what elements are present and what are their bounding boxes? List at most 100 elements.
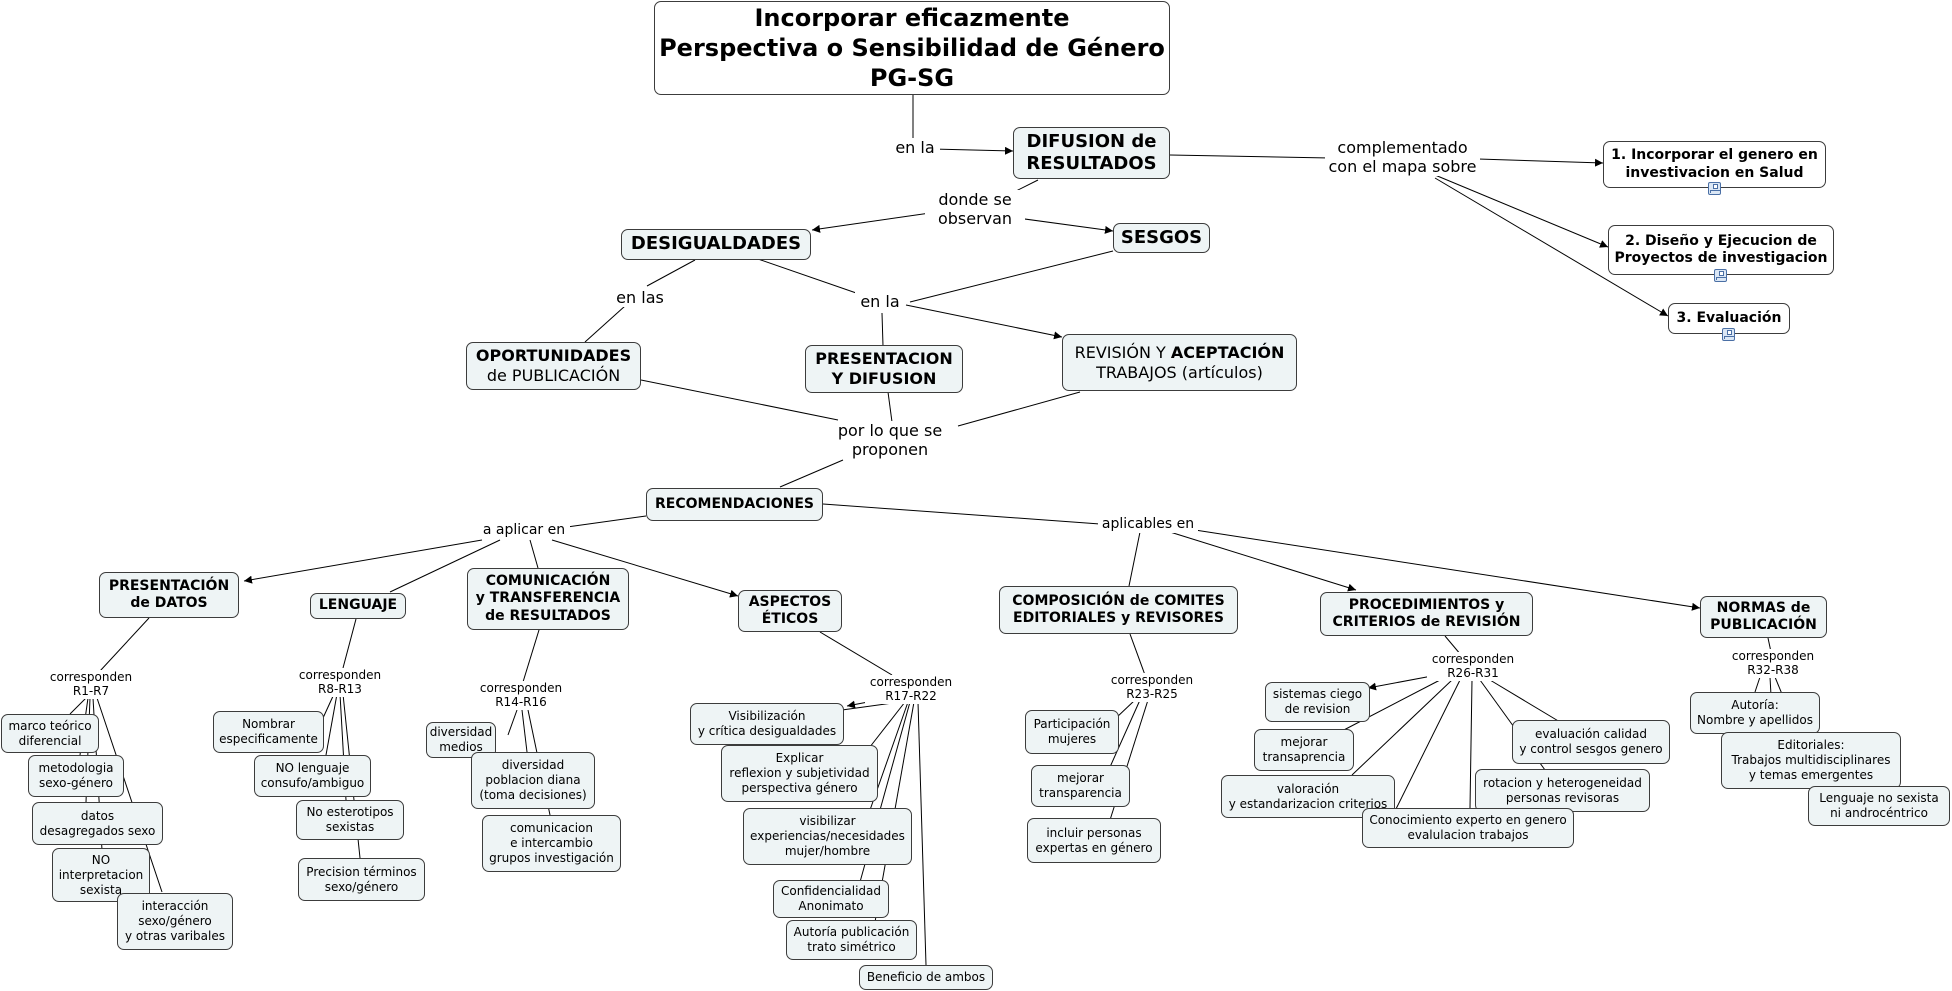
leaf-valoracion-line-2: y estandarizacion criterios (1228, 796, 1388, 811)
leaf-incluir-expertas[interactable]: incluir personas expertas en género (1027, 818, 1161, 863)
node-map1-line-2: investivacion en Salud (1625, 164, 1804, 181)
leaf-rotacion-line-1: rotacion y heterogeneidad (1483, 775, 1642, 790)
leaf-no-interp-line-2: interpretacion (58, 867, 144, 882)
leaf-editoriales-line-3: y temas emergentes (1748, 768, 1874, 782)
node-presentacion-difusion[interactable]: PRESENTACION Y DIFUSION (805, 345, 963, 393)
label-corresponden-r17-r22: corresponden R17-R22 (865, 675, 957, 704)
node-normas-publicacion[interactable]: NORMAS de PUBLICACIÓN (1700, 596, 1827, 638)
leaf-valoracion-line-1: valoración (1276, 781, 1340, 796)
node-aspectos-eticos[interactable]: ASPECTOS ÉTICOS (738, 590, 842, 632)
label-complementado-line-2: con el mapa sobre (1328, 157, 1477, 177)
leaf-no-lenguaje[interactable]: NO lenguaje consufo/ambiguo (254, 755, 371, 797)
leaf-evaluacion-calidad[interactable]: evaluación calidad y control sesgos gene… (1512, 720, 1670, 764)
leaf-conocimiento-experto[interactable]: Conocimiento experto en genero evalulaci… (1362, 808, 1574, 848)
concept-map-icon[interactable] (1722, 328, 1735, 341)
leaf-mejorar-t1-line-2: transparencia (1039, 786, 1122, 800)
leaf-metodologia[interactable]: metodologia sexo-género (28, 755, 124, 797)
concept-map-icon[interactable] (1708, 182, 1721, 195)
label-corr6-line-2: R26-R31 (1447, 666, 1499, 681)
node-composicion-comites[interactable]: COMPOSICIÓN de COMITES EDITORIALES y REV… (999, 586, 1238, 634)
leaf-incluir-line-1: incluir personas (1046, 825, 1142, 840)
leaf-nombrar[interactable]: Nombrar especificamente (213, 711, 324, 753)
node-map2-line-1: 2. Diseño y Ejecucion de (1625, 232, 1817, 249)
leaf-visibilizar-line-2: experiencias/necesidades (750, 829, 905, 843)
leaf-metodologia-line-2: sexo-género (38, 776, 114, 790)
leaf-beneficio-label: Beneficio de ambos (866, 970, 986, 984)
node-composicion-line-1: COMPOSICIÓN de COMITES (1012, 592, 1225, 609)
node-map1-line-1: 1. Incorporar el genero en (1611, 147, 1818, 163)
leaf-div-medios-line-2: medios (439, 740, 483, 754)
label-en-la-2: en la (855, 292, 905, 312)
leaf-visibilizar-line-1: visibilizar (799, 814, 856, 828)
leaf-diversidad-medios[interactable]: diversidad medios (426, 722, 496, 758)
node-recomendaciones[interactable]: RECOMENDACIONES (646, 488, 823, 521)
leaf-lenguaje-no-sexista[interactable]: Lenguaje no sexista ni androcéntrico (1808, 786, 1950, 826)
label-corr4-line-1: corresponden (869, 675, 953, 689)
leaf-no-estereotipos-line-2: sexistas (325, 820, 375, 834)
leaf-confidencialidad[interactable]: Confidencialidad Anonimato (773, 880, 889, 918)
leaf-ciego-line-2: de revision (1284, 702, 1351, 716)
leaf-rotacion[interactable]: rotacion y heterogeneidad personas revis… (1475, 769, 1650, 812)
leaf-metodologia-line-1: metodologia (38, 761, 114, 775)
node-map-diseno-ejecucion[interactable]: 2. Diseño y Ejecucion de Proyectos de in… (1608, 225, 1834, 275)
leaf-mejorar-t2-line-1: mejorar (1280, 735, 1328, 749)
node-presentacion-datos[interactable]: PRESENTACIÓN de DATOS (99, 572, 239, 618)
leaf-datos-line-2: desagregados sexo (39, 823, 156, 838)
leaf-no-interpretacion[interactable]: NO interpretacion sexista (52, 848, 150, 902)
leaf-precision[interactable]: Precision términos sexo/género (298, 858, 425, 901)
node-desigualdades[interactable]: DESIGUALDADES (621, 229, 811, 260)
leaf-interaccion[interactable]: interacción sexo/género y otras varibale… (117, 893, 233, 950)
leaf-diversidad-poblacion[interactable]: diversidad poblacion diana (toma decisio… (471, 752, 595, 809)
label-corresponden-r32-r38: corresponden R32-R38 (1727, 649, 1819, 678)
node-difusion-line-2: RESULTADOS (1026, 153, 1157, 174)
node-map-incorporar-genero[interactable]: 1. Incorporar el genero en investivacion… (1603, 141, 1826, 188)
leaf-mejorar-transparencia[interactable]: mejorar transparencia (1031, 765, 1130, 807)
node-revision-line-1a: REVISIÓN Y (1074, 342, 1171, 362)
leaf-marco-teorico[interactable]: marco teórico diferencial (1, 714, 99, 753)
leaf-comunicacion-int-line-1: comunicacion (509, 821, 593, 835)
main-title-box: Incorporar eficazmente Perspectiva o Sen… (654, 1, 1170, 95)
label-corresponden-r14-r16: corresponden R14-R16 (475, 681, 567, 710)
leaf-mejorar-t2-line-2: transaprencia (1262, 750, 1346, 764)
label-corr3-line-1: corresponden (479, 681, 563, 695)
leaf-autoria-publicacion[interactable]: Autoría publicación trato simétrico (786, 920, 917, 960)
leaf-participacion[interactable]: Participación mujeres (1025, 710, 1119, 754)
leaf-conocimiento-line-1: Conocimiento experto en genero (1369, 813, 1567, 827)
leaf-evaluacion-calidad-line-2: y control sesgos genero (1519, 742, 1663, 756)
leaf-confidencialidad-line-1: Confidencialidad (780, 884, 882, 898)
node-procedimientos-criterios[interactable]: PROCEDIMIENTOS y CRITERIOS de REVISIÓN (1320, 592, 1533, 636)
node-presentacion-difusion-line-2: Y DIFUSION (831, 369, 937, 388)
node-comunicacion-transferencia[interactable]: COMUNICACIÓN y TRANSFERENCIA de RESULTAD… (467, 568, 629, 630)
leaf-explicar-line-3: perspectiva género (741, 781, 858, 795)
node-revision-aceptacion[interactable]: REVISIÓN Y ACEPTACIÓN TRABAJOS (artículo… (1062, 334, 1297, 391)
leaf-mejorar-transaprencia[interactable]: mejorar transaprencia (1254, 729, 1354, 771)
leaf-no-estereotipos[interactable]: No esterotipos sexistas (296, 800, 404, 840)
leaf-div-poblacion-line-3: (toma decisiones) (479, 788, 587, 802)
node-map2-line-2: Proyectos de investigacion (1614, 250, 1828, 266)
concept-map-icon[interactable] (1714, 269, 1727, 282)
node-lenguaje[interactable]: LENGUAJE (310, 593, 406, 619)
leaf-datos-desagregados[interactable]: datos desagregados sexo (32, 802, 163, 845)
leaf-autoria[interactable]: Autoría: Nombre y apellidos (1690, 692, 1820, 734)
leaf-editoriales[interactable]: Editoriales: Trabajos multidisciplinares… (1721, 732, 1901, 789)
leaf-visibilizacion[interactable]: Visibilización y crítica desigualdades (690, 703, 844, 745)
leaf-participacion-line-2: mujeres (1047, 732, 1097, 746)
label-aplicables-en: aplicables en (1098, 516, 1198, 533)
node-difusion-resultados[interactable]: DIFUSION de RESULTADOS (1013, 127, 1170, 179)
leaf-beneficio[interactable]: Beneficio de ambos (859, 965, 993, 990)
node-comunicacion-line-3: de RESULTADOS (485, 607, 611, 624)
leaf-comunicacion-int-line-3: grupos investigación (489, 851, 614, 865)
leaf-explicar[interactable]: Explicar reflexion y subjetividad perspe… (721, 745, 878, 802)
leaf-autoria-line-1: Autoría: (1731, 698, 1779, 712)
node-oportunidades-publicacion[interactable]: OPORTUNIDADES de PUBLICACIÓN (466, 342, 641, 390)
node-presentacion-datos-line-2: de DATOS (130, 595, 208, 611)
label-donde-se-observan: donde se observan (925, 190, 1025, 229)
label-corr7-line-2: R32-R38 (1747, 663, 1799, 678)
leaf-visibilizar[interactable]: visibilizar experiencias/necesidades muj… (743, 808, 912, 865)
node-sesgos[interactable]: SESGOS (1113, 223, 1210, 253)
node-recomendaciones-label: RECOMENDACIONES (655, 495, 814, 512)
leaf-precision-line-1: Precision términos (306, 864, 417, 879)
leaf-comunicacion-intercambio[interactable]: comunicacion e intercambio grupos invest… (482, 815, 621, 872)
node-difusion-line-1: DIFUSION de (1026, 130, 1157, 152)
leaf-sistemas-ciego[interactable]: sistemas ciego de revision (1265, 682, 1370, 722)
